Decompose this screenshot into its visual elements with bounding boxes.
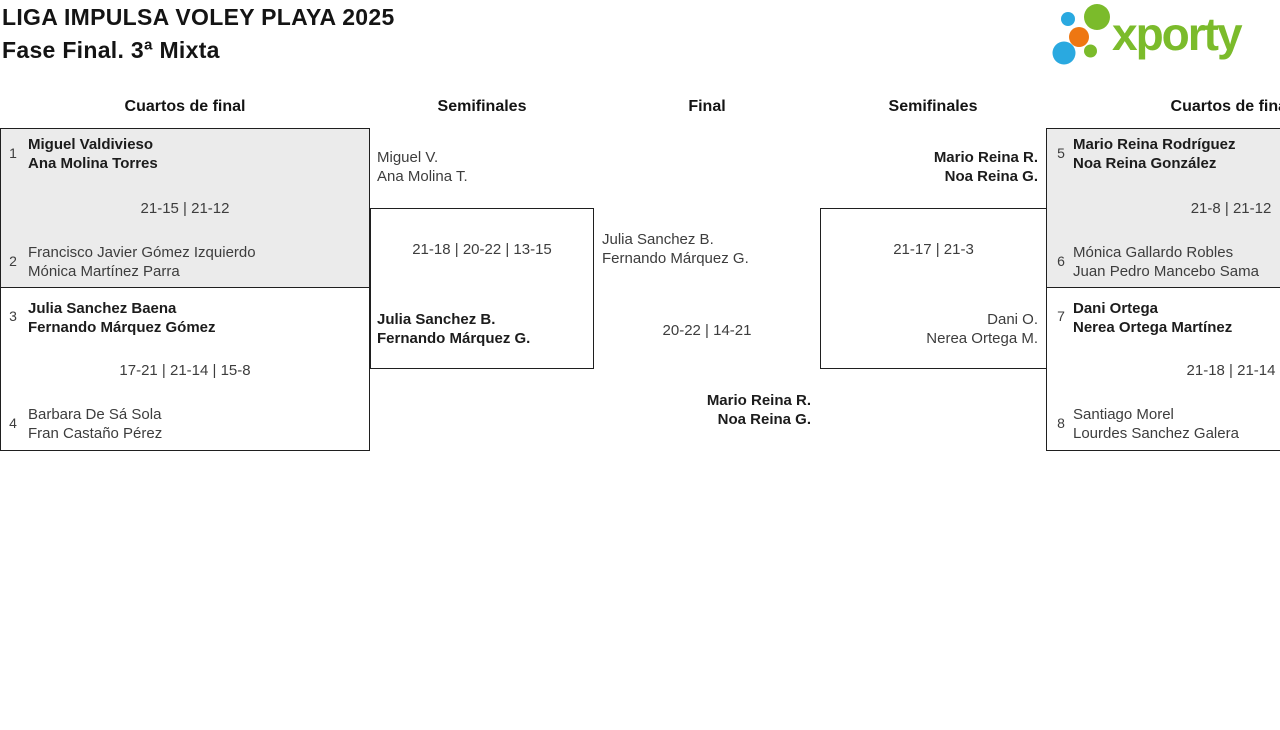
match-score: 21-18 | 20-22 | 13-15 [412,241,552,258]
team-name: Mario Reina Rodríguez Noa Reina González [1073,136,1236,172]
team-name: Santiago Morel Lourdes Sanchez Galera [1073,406,1239,442]
team-name: Julia Sanchez B. Fernando Márquez G. [602,231,749,267]
champion-team-name: Mario Reina R. Noa Reina G. [706,392,811,428]
team-name: Dani O. Nerea Ortega M. [926,311,1038,347]
team-name: Mónica Gallardo Robles Juan Pedro Manceb… [1073,244,1259,280]
match-box-qf2: 3 Julia Sanchez Baena Fernando Márquez G… [0,288,370,451]
match-score: 21-17 | 21-3 [893,241,974,258]
team-name: Julia Sanchez B. Fernando Márquez G. [377,311,531,347]
round-header-semifinales-left: Semifinales [437,98,527,115]
match-box-sf-right: 21-17 | 21-3 Dani O. Nerea Ortega M. [820,208,1047,369]
match-score: 21-15 | 21-12 [140,200,230,217]
round-header-cuartos-right: Cuartos de final [1170,98,1280,115]
team-name: Mario Reina R. Noa Reina G. [933,149,1038,185]
seed-number: 4 [9,415,17,431]
seed-number: 8 [1057,415,1065,431]
team-name: Miguel V. Ana Molina T. [377,149,468,185]
match-box-qf3: 5 Mario Reina Rodríguez Noa Reina Gonzál… [1046,128,1280,288]
match-box-qf1: 1 Miguel Valdivieso Ana Molina Torres 21… [0,128,370,288]
match-score: 20-22 | 14-21 [662,322,752,339]
match-score: 21-18 | 21-14 [1186,362,1276,379]
xporty-logo[interactable]: xporty [1048,2,1278,70]
seed-number: 3 [9,308,17,324]
team-name: Barbara De Sá Sola Fran Castaño Pérez [28,406,163,442]
match-box-sf-left: 21-18 | 20-22 | 13-15 Julia Sanchez B. F… [370,208,594,369]
round-header-semifinales-right: Semifinales [888,98,978,115]
round-header-final: Final [688,98,726,115]
team-name: Miguel Valdivieso Ana Molina Torres [28,136,158,172]
round-header-cuartos-left: Cuartos de final [124,98,246,115]
seed-number: 1 [9,145,17,161]
seed-number: 2 [9,253,17,269]
page-subtitle: Fase Final. 3ª Mixta [2,37,220,63]
team-name: Francisco Javier Gómez Izquierdo Mónica … [28,244,256,280]
page-title: LIGA IMPULSA VOLEY PLAYA 2025 [2,4,395,30]
seed-number: 6 [1057,253,1065,269]
seed-number: 5 [1057,145,1065,161]
match-score: 17-21 | 21-14 | 15-8 [119,362,251,379]
match-box-qf4: 7 Dani Ortega Nerea Ortega Martínez 21-1… [1046,288,1280,451]
team-name: Dani Ortega Nerea Ortega Martínez [1073,300,1233,336]
xporty-wordmark: xporty [1112,8,1243,60]
team-name: Julia Sanchez Baena Fernando Márquez Góm… [28,300,216,336]
seed-number: 7 [1057,308,1065,324]
xporty-dots-icon [1052,4,1110,65]
match-score: 21-8 | 21-12 [1190,200,1272,217]
